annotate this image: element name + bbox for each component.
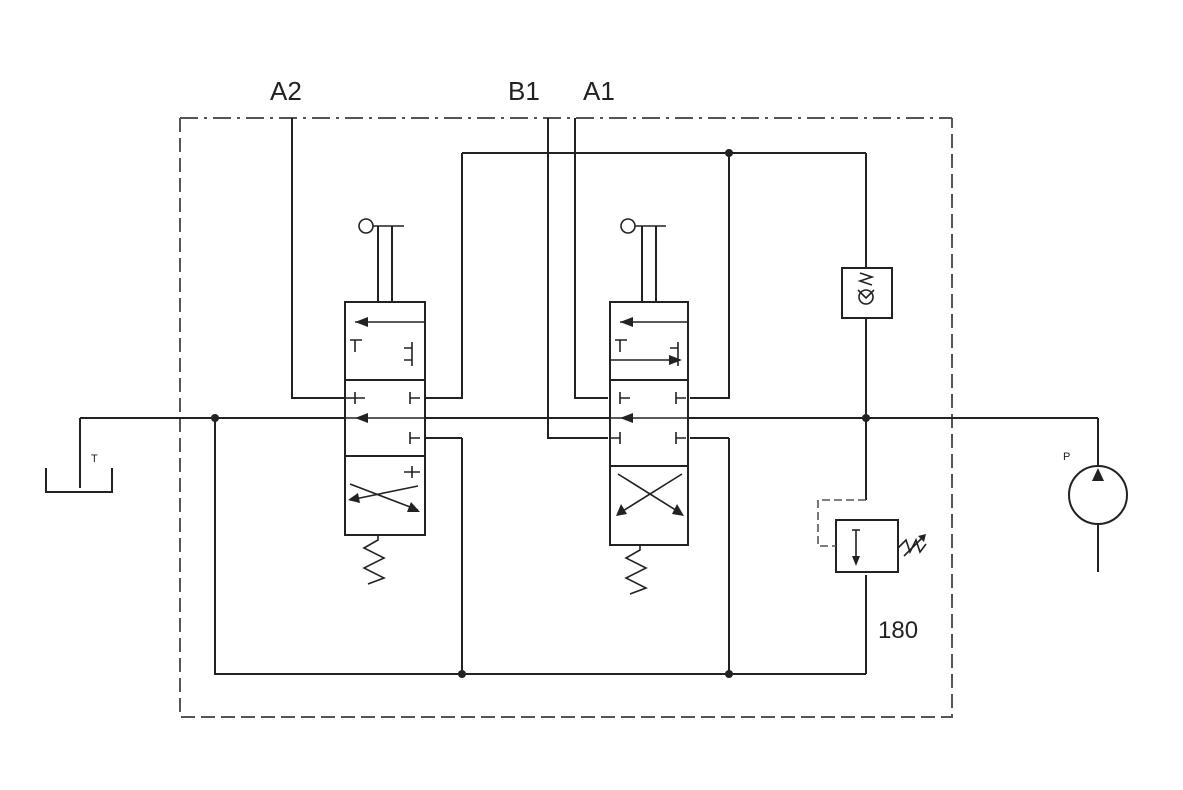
directional-valve-left	[344, 218, 426, 585]
tank-symbol: T	[45, 418, 113, 493]
port-label-a1: A1	[583, 76, 615, 106]
upper-gallery-line	[420, 152, 867, 500]
work-port-lines	[291, 118, 729, 439]
directional-valve-right	[609, 218, 689, 595]
return-line	[214, 418, 867, 675]
check-valve	[841, 267, 893, 319]
relief-valve: 180	[817, 499, 927, 644]
port-label-a2: A2	[270, 76, 302, 106]
port-label-b1: B1	[508, 76, 540, 106]
pressure-line	[80, 417, 1099, 572]
tank-label: T	[91, 453, 98, 465]
junction-dots	[211, 149, 870, 678]
pump-label: P	[1063, 451, 1070, 463]
relief-valve-setting: 180	[878, 617, 918, 644]
pump-symbol: P	[1063, 451, 1128, 525]
